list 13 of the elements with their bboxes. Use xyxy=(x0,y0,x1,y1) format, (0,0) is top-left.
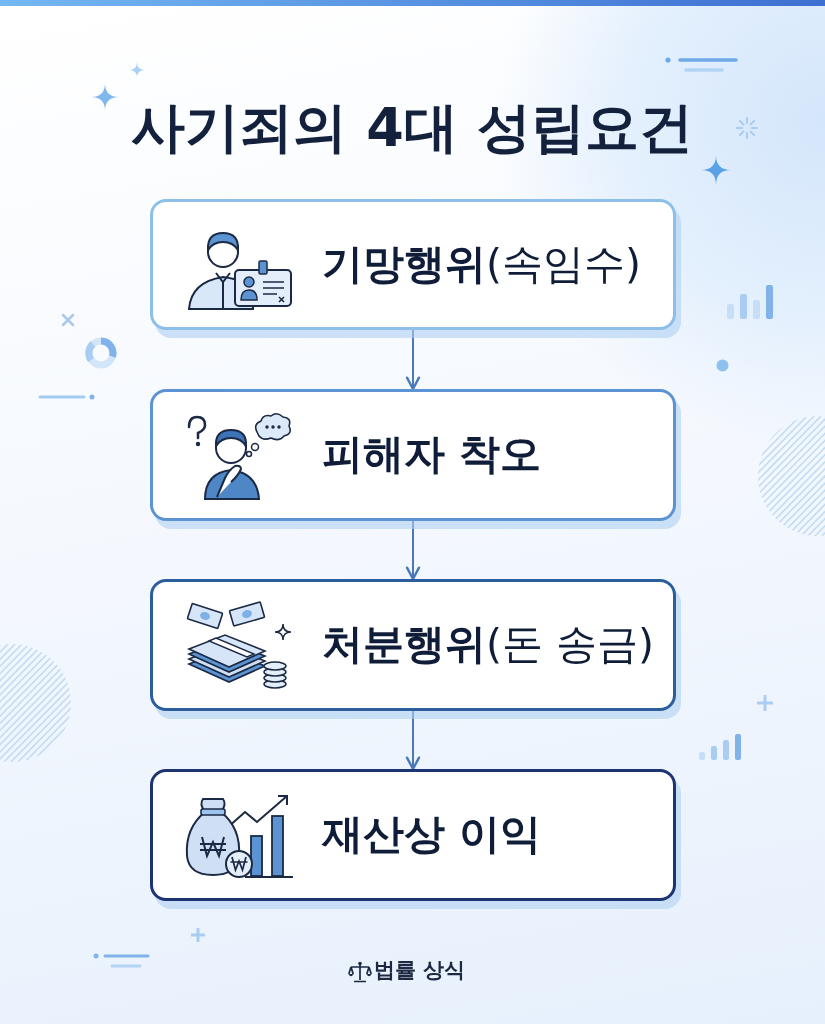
step-box xyxy=(150,389,676,521)
step-box xyxy=(150,579,676,711)
step-label: 재산상 이익 xyxy=(322,812,542,858)
step-label: 기망행위(속임수) xyxy=(322,241,641,288)
step-label: 피해자 착오 xyxy=(322,432,542,478)
arrow xyxy=(405,710,421,771)
step-box xyxy=(150,769,676,901)
step-box xyxy=(150,199,676,330)
title: 사기죄의 4대 성립요건 xyxy=(131,98,693,158)
arrow xyxy=(405,329,421,391)
step-label: 처분행위(돈 송금) xyxy=(322,622,655,668)
footer-label: 법률 상식 xyxy=(374,959,466,983)
arrow xyxy=(405,520,421,581)
